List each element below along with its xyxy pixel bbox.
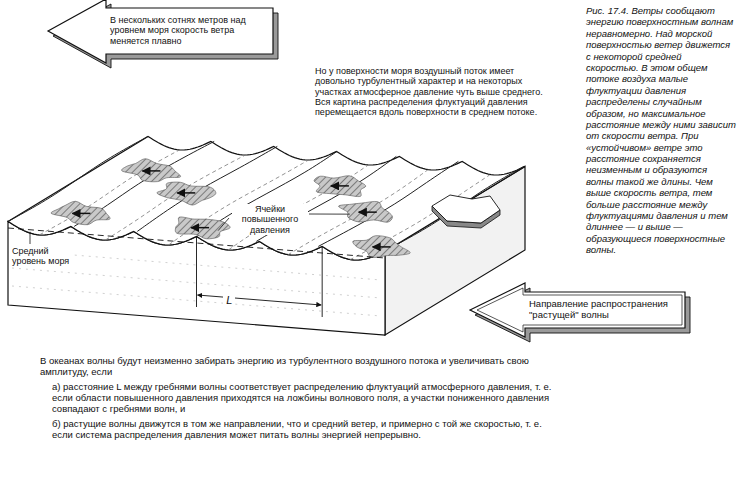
wind-arrow [373,246,391,248]
pressure-cell [175,217,230,239]
figure-caption: Рис. 17.4. Ветры сообщают энергию поверх… [586,5,736,256]
dimension-extension-line [322,246,323,317]
body-paragraph: а) расстояние L между гребнями волны соо… [40,382,560,415]
wind-arrow [331,185,349,187]
dimension-extension-line [196,236,197,307]
callout-text: Ячейки повышенного давления [232,204,308,235]
arrow-text: В нескольких сотнях метров над уровнем м… [48,8,273,53]
leader-line [309,214,350,215]
pressure-cell [157,182,216,205]
ice-floe [432,195,500,223]
dimension-label: L [223,294,235,307]
pressure-cell [314,176,366,197]
wind-arrow [72,213,90,215]
wind-arrow [191,227,209,229]
wind-arrow [142,170,160,172]
block-arrow: В нескольких сотнях метров над уровнем м… [48,8,273,54]
arrow-outline [48,0,273,63]
leader-line [30,232,31,244]
sea-surface [8,136,525,260]
wave-crest-line [384,166,524,251]
arrow-text: Направление распространения "растущей" в… [470,292,685,328]
pressure-cell [51,201,110,224]
callout-text: Но у поверхности моря воздушный поток им… [315,66,547,118]
wind-arrow [177,192,195,194]
body-paragraph: В океанах волны будут неизменно забирать… [40,356,560,378]
wave-trough-line [106,155,246,240]
leader-line [218,218,229,231]
sea-block [8,136,525,335]
callout-text: Средний уровень моря [12,246,74,267]
arrow-outline [470,283,685,337]
pressure-cell [353,236,411,258]
pressure-cell [122,159,181,182]
pressure-cell [339,201,393,222]
block-arrow: Направление распространения "растущей" в… [470,292,685,328]
dimension-arrow [198,295,322,305]
wind-arrow [359,211,377,213]
body-paragraph: б) растущие волны движутся в том же напр… [40,419,560,441]
